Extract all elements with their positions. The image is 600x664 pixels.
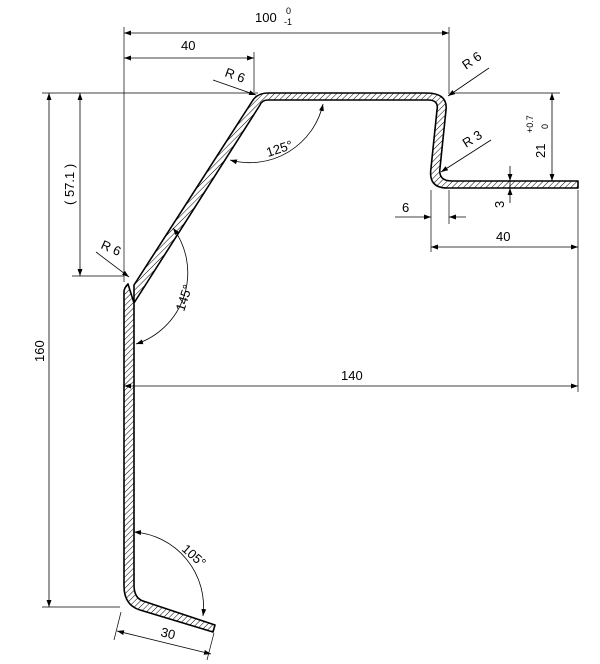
dim-top-left-value: 40	[181, 38, 195, 53]
dim-offset: 6	[395, 190, 466, 252]
dim-overall-height-value: 160	[32, 340, 47, 362]
dim-vertical-reference: ( 57.1 )	[62, 92, 258, 277]
radius-inner-label: R 3	[460, 127, 485, 150]
radius-top-right-label: R 6	[459, 49, 484, 73]
dim-overall-width-tol-upper: 0	[286, 6, 291, 16]
dim-overall-width-tol-lower: -1	[284, 17, 292, 27]
radius-left-label: R 6	[99, 237, 124, 259]
dim-span: 140	[124, 368, 578, 389]
dim-right-flange-value: 40	[496, 229, 510, 244]
dim-bottom-flange-value: 30	[159, 624, 177, 642]
dim-span-value: 140	[341, 368, 363, 383]
dim-bottom-flange: 30	[113, 611, 215, 661]
dim-right-flange: 40	[431, 190, 579, 392]
dim-offset-value: 6	[402, 200, 409, 215]
dim-top-left: 40	[124, 38, 255, 92]
dim-thickness: 3	[492, 166, 513, 208]
leader-radius-inner: R 3	[440, 127, 492, 173]
dim-overall-height: 160	[32, 92, 120, 608]
angle-bottom-value: 105°	[179, 541, 209, 570]
dim-step-height-tol-upper: +0.7	[525, 115, 535, 133]
dim-thickness-value: 3	[492, 201, 507, 208]
radius-top-left-label: R 6	[223, 65, 247, 86]
dim-step-height-tol-lower: 0	[540, 124, 550, 129]
angle-left-value: 145°	[173, 283, 196, 313]
dim-overall-width: 100 0 -1	[123, 6, 450, 282]
dim-vertical-reference-value: ( 57.1 )	[62, 164, 77, 205]
leader-radius-top-left: R 6	[212, 65, 257, 96]
dim-step-height-value: 21	[533, 144, 548, 158]
leader-radius-top-right: R 6	[447, 49, 490, 97]
dim-overall-width-value: 100	[255, 10, 277, 25]
dim-step-height: 21 +0.7 0	[452, 92, 576, 182]
sheet-profile	[123, 92, 579, 633]
